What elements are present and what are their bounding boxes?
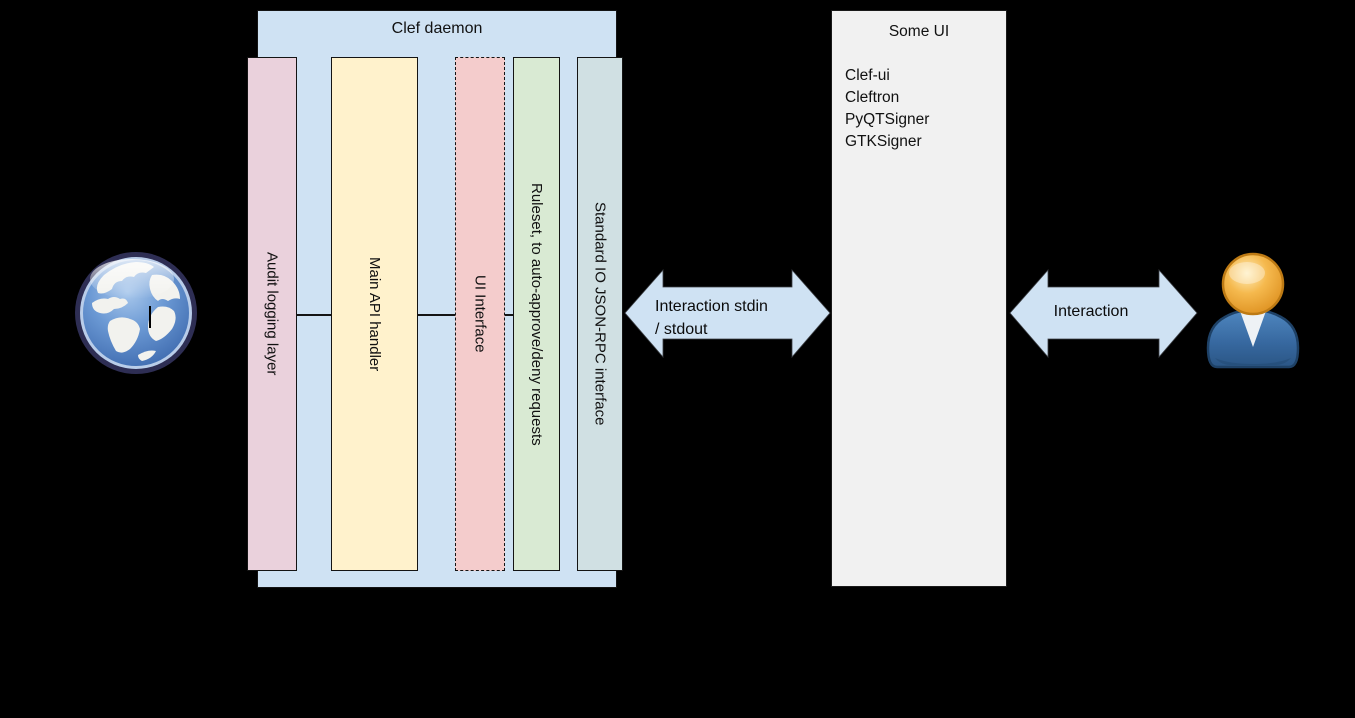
list-item: PyQTSigner — [845, 111, 930, 128]
bar-ui-label: UI Interface — [471, 275, 489, 353]
stdin-stdout-arrow — [624, 268, 831, 359]
some-ui-box: Some UI Clef-ui Cleftron PyQTSigner GTKS… — [831, 10, 1007, 587]
list-item: Clef-ui — [845, 67, 890, 84]
user-interaction-arrow — [1009, 268, 1198, 359]
globe-icon — [74, 251, 198, 375]
stdin-stdout-arrow-label: Interaction stdin / stdout — [655, 298, 768, 338]
bar-api-label: Main API handler — [366, 256, 383, 372]
bar-audit-label: Audit logging layer — [263, 252, 281, 376]
some-ui-title: Some UI — [888, 23, 950, 40]
bar-stdio-label: Standard IO JSON-RPC interface — [591, 202, 609, 426]
bar-stdio-jsonrpc: Standard IO JSON-RPC interface — [577, 57, 623, 571]
user-interaction-arrow-label: Interaction — [1053, 303, 1129, 320]
globe-connector-tick — [149, 306, 151, 328]
clef-daemon-box — [257, 10, 617, 588]
user-icon — [1205, 252, 1301, 370]
bar-ui-interface: UI Interface — [455, 57, 505, 571]
bar-audit-logging-layer: Audit logging layer — [247, 57, 297, 571]
list-item: GTKSigner — [845, 133, 922, 150]
bar-main-api-handler: Main API handler — [331, 57, 418, 571]
list-item: Cleftron — [845, 89, 900, 106]
bar-ruleset-label: Ruleset, to auto-approve/deny requests — [528, 182, 545, 446]
some-ui-list: Clef-ui Cleftron PyQTSigner GTKSigner — [845, 65, 929, 153]
clef-daemon-title: Clef daemon — [391, 20, 483, 37]
connector-audit-to-api — [297, 314, 331, 316]
bar-ruleset: Ruleset, to auto-approve/deny requests — [513, 57, 560, 571]
